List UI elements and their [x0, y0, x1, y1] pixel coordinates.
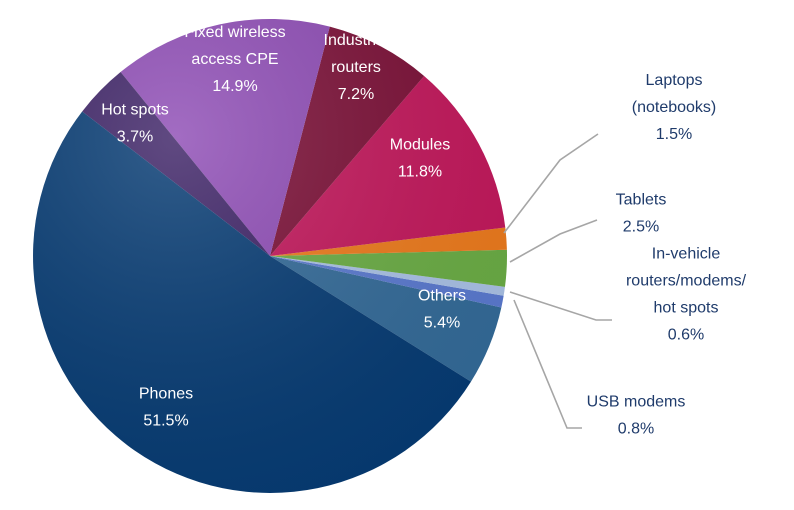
slice-label-hot-spots: Hot spots 3.7% [101, 102, 169, 146]
slice-label-industrial-routers: Industrial routers 7.2% [324, 32, 389, 103]
slice-name-line: Phones [139, 386, 193, 403]
slice-percent: 7.2% [338, 86, 374, 103]
slice-name-line: routers [331, 59, 381, 76]
leader-line-in-vehicle-routers-modems-hot-spots [509, 291, 612, 321]
slice-name-line: Industrial [324, 32, 389, 49]
slice-percent: 51.5% [143, 413, 188, 430]
slice-percent: 0.8% [618, 421, 654, 438]
slice-label-fixed-wireless-access-cpe: Fixed wireless access CPE 14.9% [184, 24, 285, 95]
slice-percent: 5.4% [424, 315, 460, 332]
slice-percent: 1.5% [656, 126, 692, 143]
slice-name-line: (notebooks) [632, 99, 717, 116]
slice-name-line: Laptops [646, 72, 703, 89]
slice-label-others: Others 5.4% [418, 288, 466, 332]
slice-label-modules: Modules 11.8% [390, 137, 450, 181]
slice-label-tablets: Tablets 2.5% [616, 192, 667, 236]
slice-label-phones: Phones 51.5% [139, 386, 193, 430]
slice-label-usb-modems: USB modems 0.8% [587, 394, 686, 438]
slice-name-line: In-vehicle [652, 246, 721, 263]
slice-name-line: Others [418, 288, 466, 305]
slice-name-line: hot spots [654, 300, 719, 317]
leader-line-laptops-notebooks [503, 133, 599, 234]
slice-label-laptops-notebooks: Laptops (notebooks) 1.5% [632, 72, 717, 143]
slice-name-line: USB modems [587, 394, 686, 411]
slice-name-line: access CPE [191, 51, 278, 68]
slice-name-line: Tablets [616, 192, 667, 209]
leader-line-usb-modems [513, 299, 582, 429]
slice-name-line: Hot spots [101, 102, 169, 119]
slice-percent: 2.5% [623, 219, 659, 236]
slice-name-line: routers/modems/ [626, 273, 747, 290]
slice-percent: 14.9% [212, 78, 257, 95]
leader-line-tablets [509, 219, 598, 263]
slice-percent: 11.8% [398, 164, 442, 181]
slice-percent: 0.6% [668, 327, 704, 344]
slice-percent: 3.7% [117, 129, 153, 146]
slice-label-in-vehicle-routers-modems-hot-spots: In-vehicle routers/modems/hot spots 0.6% [626, 246, 747, 344]
slice-name-line: Fixed wireless [184, 24, 285, 41]
slice-name-line: Modules [390, 137, 450, 154]
